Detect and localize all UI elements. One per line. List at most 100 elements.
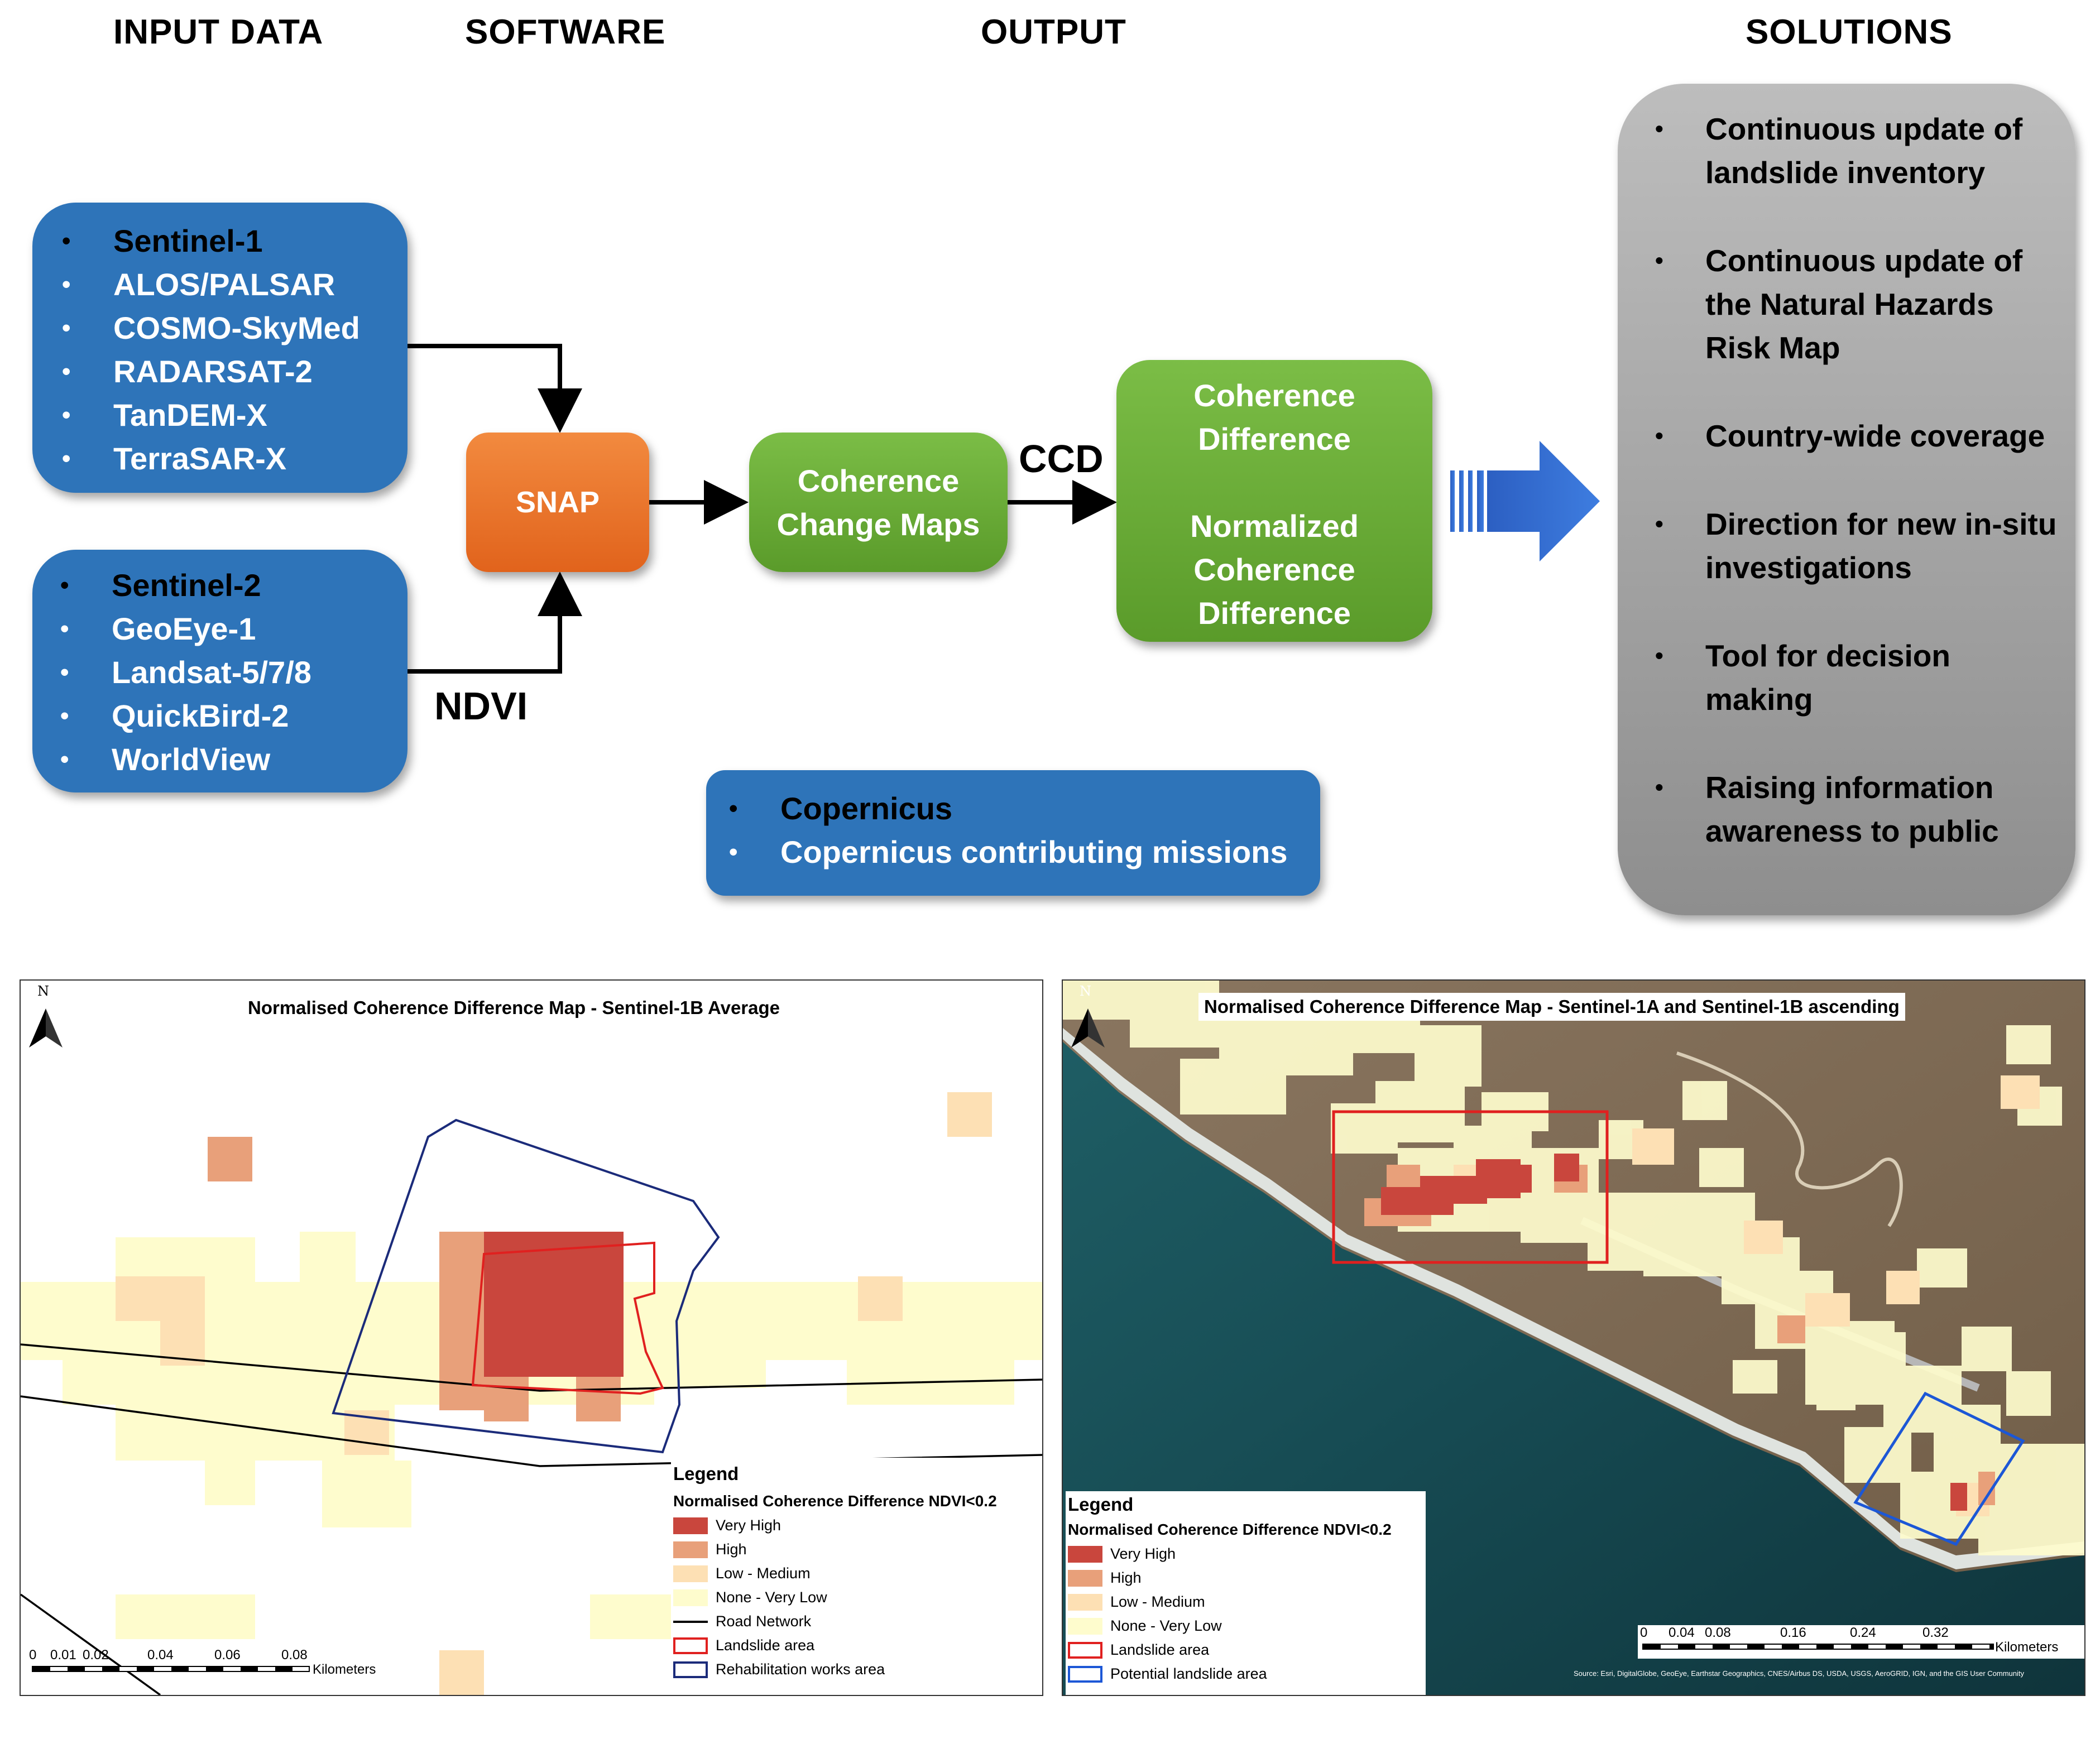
map-source-credit: Source: Esri, DigitalGlobe, GeoEye, Eart… xyxy=(1574,1669,2025,1678)
ndvi-label: NDVI xyxy=(434,684,528,728)
scale-tick-label: 0.02 xyxy=(83,1647,109,1663)
map-right-title: Normalised Coherence Difference Map - Se… xyxy=(1198,993,1905,1021)
scale-bar-segments xyxy=(32,1666,310,1672)
legend-row: Landslide area xyxy=(673,1634,1042,1658)
scale-tick-label: 0.16 xyxy=(1780,1625,1806,1640)
coherence-change-maps-box: Coherence Change Maps xyxy=(749,433,1008,572)
scale-bar: 0 0.04 0.08 0.16 0.24 0.32 Kilometers xyxy=(1638,1625,2084,1659)
header-software: SOFTWARE xyxy=(465,13,666,51)
flow-connectors xyxy=(407,344,1600,674)
coherence-grid-very-high xyxy=(1381,1154,1967,1511)
landslide-area xyxy=(1332,1110,1609,1264)
optical-missions-box: Sentinel-2 GeoEye-1 Landsat-5/7/8 QuickB… xyxy=(32,550,407,792)
scale-tick-label: 0 xyxy=(29,1647,37,1663)
solution-item: Continuous update of the Natural Hazards… xyxy=(1655,239,2063,369)
legend-row: Potential landslide area xyxy=(1068,1662,1426,1686)
landslide-polygon xyxy=(471,1241,664,1395)
map-left-canvas xyxy=(21,1092,1042,1695)
rehabilitation-works-polygon xyxy=(332,1118,720,1454)
mission-item: Landsat-5/7/8 xyxy=(60,651,311,694)
legend-label: Landslide area xyxy=(1110,1641,1210,1658)
legend-label: Road Network xyxy=(716,1613,812,1630)
legend-row: Rehabilitation works area xyxy=(673,1658,1042,1682)
solution-item: Continuous update of landslide inventory xyxy=(1655,107,2063,194)
legend-swatch xyxy=(673,1661,708,1678)
map-left-title: Normalised Coherence Difference Map - Se… xyxy=(248,997,780,1018)
legend-label: High xyxy=(1110,1569,1142,1586)
legend-label: High xyxy=(716,1541,747,1558)
north-arrow-icon xyxy=(29,1008,63,1048)
output-text: Coherence Difference Normalized Coherenc… xyxy=(1116,374,1432,635)
scale-tick-label: 0.08 xyxy=(1705,1625,1731,1640)
scale-tick-label: 0.04 xyxy=(147,1647,174,1663)
ccm-line: Change Maps xyxy=(776,507,980,542)
mission-item: Sentinel-2 xyxy=(60,564,311,607)
legend-swatch xyxy=(1068,1593,1102,1611)
mission-item: TerraSAR-X xyxy=(62,437,360,481)
legend-row: Landslide area xyxy=(1068,1638,1426,1662)
output-line: Normalized xyxy=(1190,508,1359,544)
optical-to-snap-connector xyxy=(407,571,582,674)
legend-row: Very High xyxy=(1068,1542,1426,1566)
legend-label: None - Very Low xyxy=(1110,1617,1222,1634)
output-line: Coherence xyxy=(1193,552,1355,587)
coherence-grid-low xyxy=(116,1092,992,1695)
sar-missions-box: Sentinel-1 ALOS/PALSAR COSMO-SkyMed RADA… xyxy=(32,203,407,493)
output-line: Difference xyxy=(1198,421,1351,457)
output-line: Coherence xyxy=(1193,378,1355,413)
legend-subtitle: Normalised Coherence Difference NDVI<0.2 xyxy=(1068,1521,1392,1538)
legend-label: None - Very Low xyxy=(716,1589,827,1606)
legend-swatch xyxy=(673,1541,708,1558)
legend-swatch xyxy=(673,1620,708,1623)
scale-tick-label: 0 xyxy=(1640,1625,1648,1640)
mission-item: TanDEM-X xyxy=(62,393,360,437)
legend-title: Legend xyxy=(673,1463,739,1484)
scale-bar: 0 0.01 0.02 0.04 0.06 0.08 Kilometers xyxy=(29,1647,376,1681)
scale-tick-label: 0.08 xyxy=(281,1647,308,1663)
solution-item: Country-wide coverage xyxy=(1655,414,2063,458)
legend-row: Very High xyxy=(673,1514,1042,1538)
output-line: Difference xyxy=(1198,595,1351,631)
legend-label: Rehabilitation works area xyxy=(716,1661,885,1678)
legend-swatch xyxy=(673,1517,708,1534)
legend-label: Low - Medium xyxy=(1110,1593,1205,1610)
potential-landslide-area xyxy=(1853,1391,2025,1546)
map-panel-left: N Normalised Coherence Difference Map - … xyxy=(20,979,1043,1696)
map-panel-right: N Normalised Coherence Difference Map - … xyxy=(1062,979,2085,1696)
mission-item: ALOS/PALSAR xyxy=(62,263,360,306)
north-label: N xyxy=(37,983,49,999)
mission-item: COSMO-SkyMed xyxy=(62,306,360,350)
coherence-grid-very-high xyxy=(484,1232,624,1377)
output-line xyxy=(1116,461,1432,505)
scale-tick-label: 0.04 xyxy=(1669,1625,1695,1640)
copernicus-item: Copernicus contributing missions xyxy=(729,830,1287,874)
mountain-road xyxy=(1676,1051,1903,1227)
big-blue-arrow xyxy=(1450,441,1600,561)
solutions-list: Continuous update of landslide inventory… xyxy=(1655,107,2063,897)
header-output: OUTPUT xyxy=(981,13,1126,51)
legend-right: Legend Normalised Coherence Difference N… xyxy=(1066,1491,1426,1695)
scale-bar-segments xyxy=(1642,1644,1994,1650)
legend-row: Road Network xyxy=(673,1610,1042,1634)
legend-label: Potential landslide area xyxy=(1110,1665,1267,1682)
scale-tick-label: 0.01 xyxy=(50,1647,76,1663)
scale-tick-label: 0.24 xyxy=(1850,1625,1876,1640)
legend-row: Low - Medium xyxy=(1068,1590,1426,1614)
snap-label: SNAP xyxy=(515,486,600,519)
scale-tick-label: 0.06 xyxy=(214,1647,241,1663)
copernicus-item: Copernicus xyxy=(729,787,1288,830)
scale-tick-label: 0.32 xyxy=(1922,1625,1949,1640)
mission-item: Sentinel-1 xyxy=(62,219,360,263)
header-input-data: INPUT DATA xyxy=(113,13,324,51)
solution-item: Tool for decision making xyxy=(1655,634,2063,721)
ccd-label: CCD xyxy=(1019,437,1104,481)
legend-swatch xyxy=(673,1637,708,1654)
mission-item: RADARSAT-2 xyxy=(62,350,360,393)
copernicus-box: Copernicus Copernicus contributing missi… xyxy=(706,770,1320,896)
north-arrow-icon xyxy=(1071,1008,1105,1048)
legend-swatch xyxy=(1068,1545,1102,1563)
legend-swatch xyxy=(673,1589,708,1606)
solution-item: Direction for new in-situ investigations xyxy=(1655,502,2063,589)
mission-item: QuickBird-2 xyxy=(60,694,311,738)
legend-label: Low - Medium xyxy=(716,1565,811,1582)
